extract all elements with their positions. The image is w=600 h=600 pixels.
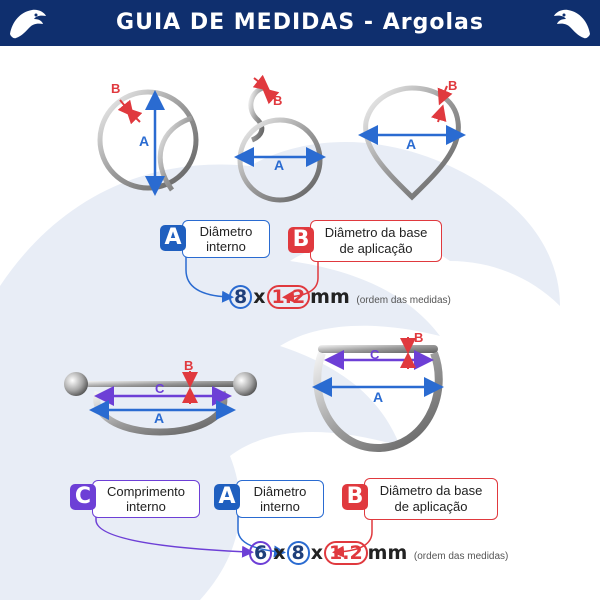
legend-a-line2: interno [206,239,246,254]
barbell-ring [64,371,257,436]
moon-ring [97,89,199,196]
legend-c-line2: interno [126,499,166,514]
legend-a-badge: A [160,225,186,251]
legend-a-line1: Diâmetro [199,224,253,239]
legend-b-badge: B [288,227,314,253]
legend-b-line2: de aplicação [394,499,468,514]
marker-b: B [111,81,121,96]
formula-unit: mm [367,542,408,564]
hook-ring [234,74,326,203]
formula-unit: mm [310,286,350,308]
marker-b: B [414,330,424,345]
legend-b-line1: Diâmetro da base [324,225,428,240]
legend-a-badge: A [214,484,240,510]
legend-b-badge: B [342,484,368,510]
legend-a-box: Diâmetro interno [236,480,324,518]
formula-x: x [253,286,266,308]
formula-note: (ordem das medidas) [356,295,451,306]
marker-a: A [274,157,285,173]
marker-c: C [370,347,380,362]
marker-b: B [448,78,458,93]
eagle-icon [10,9,46,39]
formula-b-value: 1.2 [266,285,311,309]
teardrop-ring [358,85,466,201]
formula-note: (ordem das medidas) [413,551,509,562]
legend-a-line1: Diâmetro [253,484,307,499]
legend-c-box: Comprimento interno [92,480,200,518]
formula-c-value: 6 [249,541,273,565]
d-ring [312,337,444,453]
eagle-icon [554,9,590,39]
legend-b-line1: Diâmetro da base [379,483,483,498]
formula-a-value: 8 [286,541,310,565]
legend-b-box: Diâmetro da base de aplicação [364,478,498,520]
formula-a-value: 8 [229,285,253,309]
formula-x: x [310,542,323,564]
marker-c: C [155,381,165,396]
legend-c-line1: Comprimento [106,484,186,499]
legend-b-line2: de aplicação [339,241,413,256]
marker-b: B [184,358,194,373]
marker-b: B [273,93,283,108]
marker-a: A [406,136,417,152]
marker-a: A [139,133,150,149]
legend-b-box: Diâmetro da base de aplicação [310,220,442,262]
legend-c-badge: C [70,484,96,510]
marker-a: A [373,389,384,405]
legend-a-line2: interno [260,499,300,514]
page-title: GUIA DE MEDIDAS - Argolas [116,10,484,35]
legend-a-box: Diâmetro interno [182,220,270,258]
header-bar: GUIA DE MEDIDAS - Argolas [0,0,600,46]
formula-b-value: 1.2 [324,541,368,565]
marker-a: A [154,410,165,426]
formula-x: x [273,542,286,564]
